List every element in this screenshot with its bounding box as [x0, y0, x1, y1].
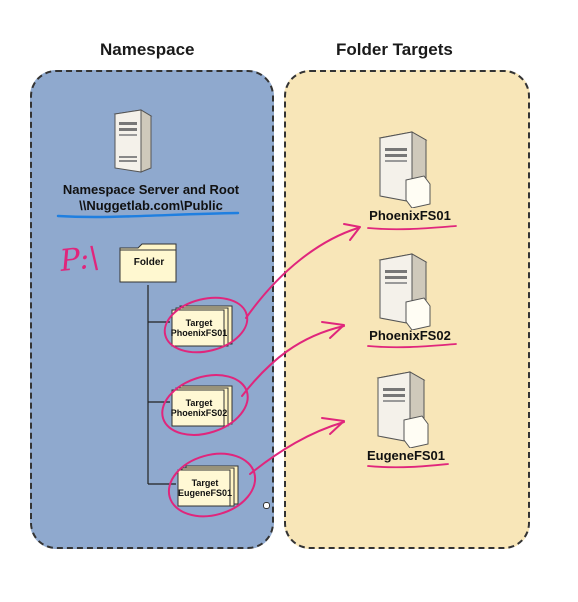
namespace-heading: Namespace [100, 40, 195, 59]
target-circle-1 [163, 296, 249, 354]
target-folder-label-1: Target PhoenixFS01 [166, 318, 232, 338]
root-folder[interactable]: Folder [118, 242, 180, 284]
target-line1: Target [185, 398, 213, 408]
arrow-head [321, 321, 345, 339]
target-circle-2 [161, 374, 249, 436]
arrow-head [321, 417, 345, 435]
server-icon [376, 371, 429, 448]
namespace-server-label: Namespace Server and Root [62, 182, 240, 197]
folder-icon [119, 243, 177, 283]
server-label-phoenixfs01: PhoenixFS01 [369, 208, 451, 223]
target-folder-phoenixfs02[interactable]: Target PhoenixFS02 [170, 384, 236, 428]
target-folder-icon [171, 305, 233, 347]
namespace-server-icon [113, 109, 153, 173]
drive-letter-annotation: P:\ [58, 240, 102, 279]
server-icon [378, 131, 431, 208]
arrow-head [343, 223, 361, 241]
target-line2: PhoenixFS01 [170, 328, 228, 338]
underline-phoenixfs01 [367, 225, 457, 231]
blue-underline [56, 211, 240, 219]
target-circle-3 [167, 452, 257, 518]
namespace-root-path: \\Nuggetlab.com\Public [79, 198, 223, 213]
underline-eugenefs01 [367, 463, 449, 469]
target-line2: EugeneFS01 [177, 488, 233, 498]
server-label-phoenixfs02: PhoenixFS02 [369, 328, 451, 343]
target-folder-icon [177, 465, 239, 507]
target-folder-label-2: Target PhoenixFS02 [166, 398, 232, 418]
target-line2: PhoenixFS02 [170, 408, 228, 418]
server-icon [378, 253, 431, 330]
target-folder-eugenefs01[interactable]: Target EugeneFS01 [176, 464, 242, 508]
underline-phoenixfs02 [367, 343, 457, 349]
folder-targets-heading: Folder Targets [336, 40, 453, 59]
resize-handle[interactable] [263, 502, 270, 509]
target-line1: Target [185, 318, 213, 328]
arrow-to-phoenixfs02 [241, 325, 345, 397]
target-folder-label-3: Target EugeneFS01 [172, 478, 238, 498]
target-folder-phoenixfs01[interactable]: Target PhoenixFS01 [170, 304, 236, 348]
arrow-to-phoenixfs01 [245, 227, 359, 319]
target-line1: Target [191, 478, 219, 488]
target-folder-icon [171, 385, 233, 427]
root-folder-label: Folder [133, 257, 165, 268]
arrow-to-eugenefs01 [249, 421, 345, 475]
server-label-eugenefs01: EugeneFS01 [366, 448, 446, 463]
